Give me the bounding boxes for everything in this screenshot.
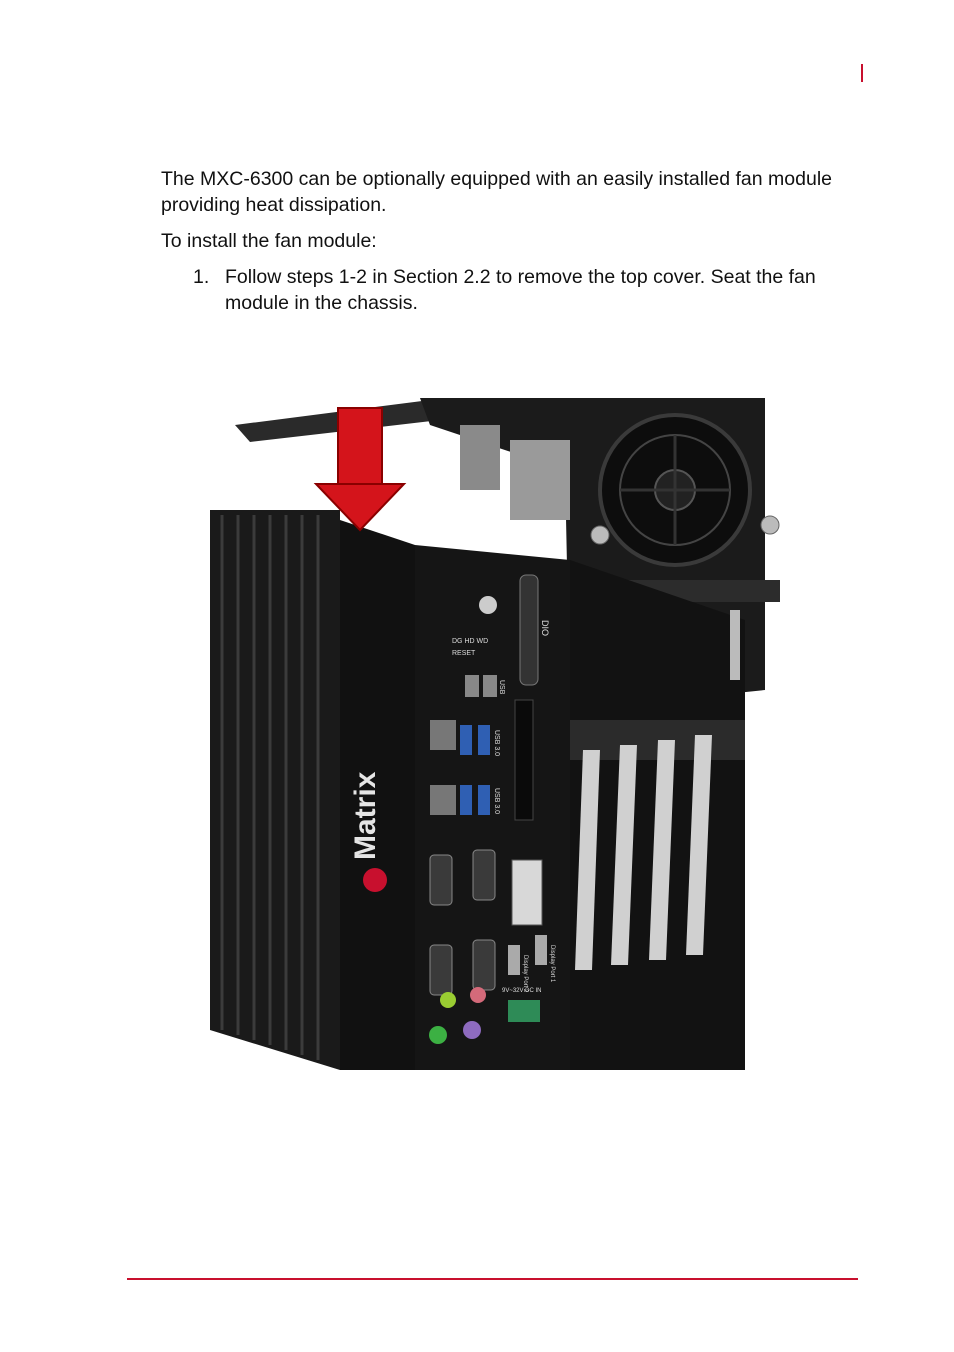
- power-connector: [508, 1000, 540, 1022]
- com-port: [472, 939, 496, 991]
- usb30-label-b: USB 3.0: [493, 788, 500, 814]
- com-port: [472, 849, 496, 901]
- step-list: 1. Follow steps 1-2 in Section 2.2 to re…: [161, 264, 841, 316]
- ps2-port-icon: [463, 1021, 481, 1039]
- body-text: The MXC-6300 can be optionally equipped …: [161, 166, 841, 316]
- usb3-port: [478, 785, 490, 815]
- power-button-icon: [479, 596, 497, 614]
- fan-module-installation-figure: Matrix DIO DG HD WD RESET USB USB 3.0 US…: [210, 398, 780, 1070]
- header-accent-bar: [861, 64, 863, 82]
- reset-label: RESET: [452, 650, 476, 657]
- slot-cover: [514, 699, 534, 821]
- audio-jack-icon: [440, 992, 456, 1008]
- usb-port: [483, 675, 497, 697]
- step-number: 1.: [193, 266, 210, 288]
- power-label: 9V~32V DC IN: [502, 988, 542, 994]
- usb3-port: [460, 725, 472, 755]
- install-heading: To install the fan module:: [161, 230, 377, 252]
- footer-rule: [127, 1278, 858, 1280]
- usb3-port: [478, 725, 490, 755]
- dvi-port: [511, 859, 543, 926]
- brand-logo: Matrix: [349, 771, 382, 860]
- displayport: [508, 945, 520, 975]
- intro-paragraph: The MXC-6300 can be optionally equipped …: [161, 168, 832, 216]
- ps2-port-icon: [429, 1026, 447, 1044]
- step-item: 1. Follow steps 1-2 in Section 2.2 to re…: [161, 264, 841, 316]
- down-arrow-icon: [313, 407, 407, 532]
- displayport: [535, 935, 547, 965]
- expansion-slots: [575, 735, 712, 970]
- usb-label: USB: [498, 680, 505, 695]
- led-label: DG HD WD: [452, 638, 488, 645]
- lan-port: [430, 720, 456, 750]
- com-port: [429, 944, 453, 996]
- usb30-label-a: USB 3.0: [493, 730, 500, 756]
- dio-label: DIO: [540, 620, 550, 636]
- dp1-label: Display Port 1: [549, 945, 555, 983]
- thumbscrew-icon: [590, 525, 610, 545]
- thumbscrew-icon: [760, 515, 780, 535]
- dp2-label: Display Port 2: [522, 955, 528, 993]
- chassis: Matrix DIO DG HD WD RESET USB USB 3.0 US…: [210, 510, 745, 1070]
- usb-port: [465, 675, 479, 697]
- audio-jack-icon: [470, 987, 486, 1003]
- brand-icon: [363, 868, 387, 892]
- com-port: [429, 854, 453, 906]
- dio-connector: [519, 574, 539, 686]
- usb3-port: [460, 785, 472, 815]
- lan-port: [430, 785, 456, 815]
- step-text: Follow steps 1-2 in Section 2.2 to remov…: [225, 266, 816, 314]
